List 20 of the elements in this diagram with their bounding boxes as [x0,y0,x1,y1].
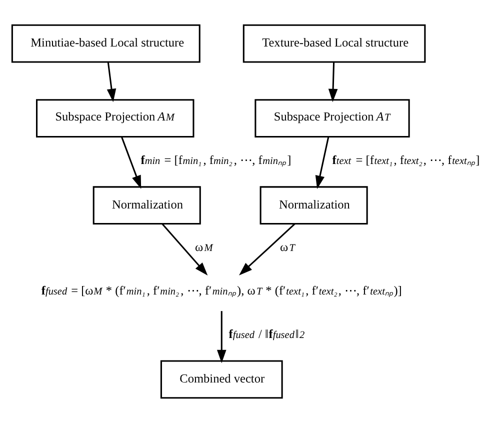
edge-label: fmin = [fmin₁, fmin₂, ⋯, fminₙₚ] [140,152,292,167]
arrow [239,223,296,276]
node-box: Combined vector [160,360,283,399]
node-box: Texture-based Local structure [242,24,426,63]
node-text: ffused = [ωM * (f′min₁, f′min₂, ⋯, f′minₙₚ), ωT * (f′text₁, f′text₂, ⋯, f′textₙₚ)] [41,284,402,298]
node-box: Subspace Projection AM [36,99,194,138]
node-box: Subspace Projection AT [254,99,410,138]
edge-label: ωM [195,240,213,254]
edge-label: ffused / ‖ffused‖2 [228,327,305,342]
arrow [120,136,142,189]
edge-label: ftext = [ftext₁, ftext₂, ⋯, ftextₙₚ] [332,152,480,167]
edge-label: ωT [280,240,295,254]
arrow [162,223,208,276]
arrow [315,136,330,189]
node-box: Minutiae-based Local structure [11,24,200,63]
arrow [106,62,116,102]
node-box: Normalization [260,186,368,225]
arrow [216,311,226,364]
node-box: Normalization [92,186,201,225]
arrow [328,62,338,102]
